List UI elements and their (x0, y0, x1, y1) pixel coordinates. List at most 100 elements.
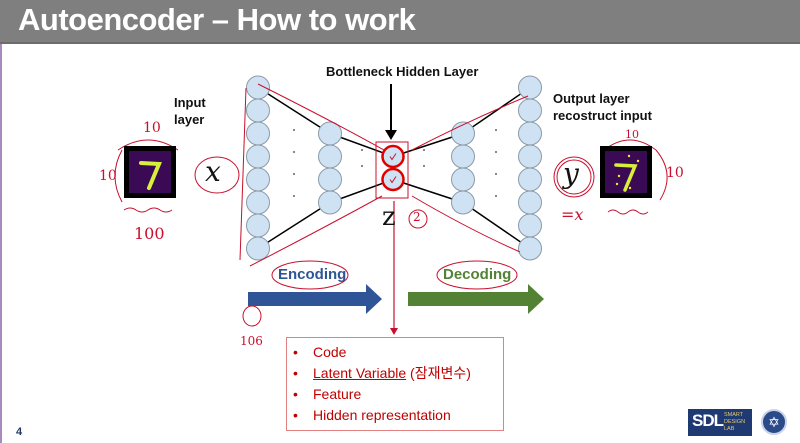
network-node (518, 98, 542, 123)
bottleneck-node (381, 144, 405, 169)
input-variable-x: x (205, 155, 221, 188)
output-equals-note: =x (561, 205, 584, 224)
encoding-label: Encoding (278, 266, 347, 283)
latent-variable-korean: (잠재변수) (410, 365, 471, 381)
zero-annotation (242, 305, 262, 327)
network-edge (462, 201, 531, 250)
digit-seven-reconstructed-glyph (614, 154, 640, 192)
ellipsis-dot (423, 149, 425, 151)
input-layer-label: Input layer (174, 94, 206, 128)
output-squiggle (607, 209, 649, 215)
ellipsis-dot (495, 129, 497, 131)
input-layer-mark (239, 87, 247, 261)
network-edge (392, 132, 464, 158)
network-node (518, 190, 542, 215)
network-node (246, 213, 270, 238)
network-node (518, 213, 542, 238)
network-node (518, 144, 542, 169)
slide-title: Autoencoder – How to work (18, 2, 416, 37)
network-node (318, 144, 342, 169)
output-height-note: 10 (666, 165, 684, 181)
input-squiggle (123, 207, 173, 213)
network-node (451, 144, 475, 169)
network-edge (257, 201, 331, 250)
decoding-arrow-head (528, 284, 544, 314)
input-digit-image (124, 146, 176, 198)
network-edge (392, 178, 464, 204)
network-node (318, 190, 342, 215)
ellipsis-dot (293, 173, 295, 175)
x-circle (194, 156, 240, 194)
code-item-feature: Feature (287, 384, 503, 405)
check-mark-icon (389, 153, 397, 161)
digit-seven-glyph (139, 161, 162, 190)
ellipsis-dot (293, 151, 295, 153)
code-variable-z: z (382, 202, 396, 232)
encoding-arrow-body (248, 292, 366, 306)
encoder-bottom-mark (249, 195, 383, 267)
network-node (246, 121, 270, 146)
output-layer-label: Output layer recostruct input (553, 90, 652, 124)
output-height-brace (655, 149, 668, 201)
network-node (246, 144, 270, 169)
ellipsis-dot (361, 149, 363, 151)
code-item-text: Hidden representation (313, 407, 451, 423)
network-node (246, 167, 270, 192)
logo-mark: SDL (692, 411, 724, 430)
network-node (518, 167, 542, 192)
check-mark-icon (389, 176, 397, 184)
network-node (451, 121, 475, 146)
ellipsis-dot (495, 151, 497, 153)
handwritten-106-note: 106 (240, 334, 263, 348)
title-bar: Autoencoder – How to work (0, 0, 800, 44)
code-item-text: Code (313, 344, 347, 360)
input-height-brace (114, 149, 123, 203)
network-node (518, 75, 542, 100)
input-width-note: 10 (143, 120, 161, 136)
y-circle (553, 156, 595, 198)
decoding-arrow-body (408, 292, 528, 306)
code-item-latent-variable: Latent Variable (잠재변수) (287, 363, 503, 384)
bottleneck-arrow-head (385, 130, 397, 140)
decoder-bottom-mark (411, 195, 521, 253)
decoding-label: Decoding (443, 266, 512, 283)
network-node (246, 98, 270, 123)
handwritten-annotations (114, 83, 668, 327)
ellipsis-dots (293, 129, 497, 197)
ellipsis-dot (293, 195, 295, 197)
decoding-arrow (408, 284, 544, 314)
ellipsis-dot (293, 129, 295, 131)
ellipsis-dot (423, 165, 425, 167)
input-height-note: 10 (99, 168, 117, 184)
bottleneck-node (381, 167, 405, 192)
code-item-code: Code (287, 342, 503, 363)
network-node (246, 236, 270, 261)
input-layer-label-line1: Input (174, 95, 206, 110)
input-size-note: 100 (134, 224, 165, 243)
input-layer-label-line2: layer (174, 112, 205, 127)
network-edge (462, 86, 531, 135)
code-pointer-head (390, 328, 398, 335)
encoding-arrow-head (366, 284, 382, 314)
logo-text: SMART DESIGN LAB (724, 412, 746, 432)
code-item-text: Latent Variable (313, 365, 407, 381)
network-node (518, 121, 542, 146)
bottleneck-label: Bottleneck Hidden Layer (326, 64, 479, 79)
decoding-circle (436, 260, 518, 290)
output-variable-y: y (563, 157, 579, 190)
encoding-arrow (248, 284, 382, 314)
network-nodes (246, 75, 542, 261)
code-item-text: Feature (313, 386, 362, 402)
ellipsis-dot (361, 165, 363, 167)
network-node (318, 167, 342, 192)
decoder-top-mark (411, 95, 529, 151)
bottleneck-box (375, 141, 409, 199)
encoding-circle (271, 260, 349, 290)
network-node (246, 190, 270, 215)
code-item-hidden-representation: Hidden representation (287, 405, 503, 426)
ellipsis-dot (495, 195, 497, 197)
network-node (518, 236, 542, 261)
output-width-note: 10 (625, 128, 639, 141)
latent-code-box: Code Latent Variable (잠재변수) Feature Hidd… (286, 337, 504, 431)
